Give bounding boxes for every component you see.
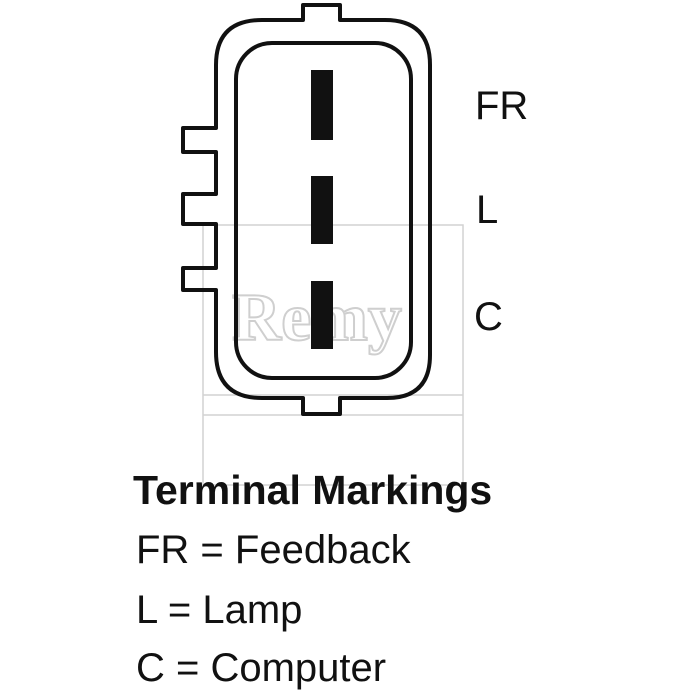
watermark [202,224,464,486]
terminal-label-c: C [474,295,503,339]
legend-item-feedback: FR = Feedback [136,528,411,572]
terminal-label-fr: FR [475,84,529,128]
connector-housing [181,3,432,416]
terminal-pin-c [311,281,333,349]
terminal-pin-l [311,176,333,244]
connector-cavity [234,41,413,380]
legend-item-computer: C = Computer [136,646,387,690]
terminal-pin-fr [311,70,333,140]
legend-item-lamp: L = Lamp [136,588,303,632]
terminal-label-l: L [476,188,499,232]
legend-title: Terminal Markings [133,467,493,513]
